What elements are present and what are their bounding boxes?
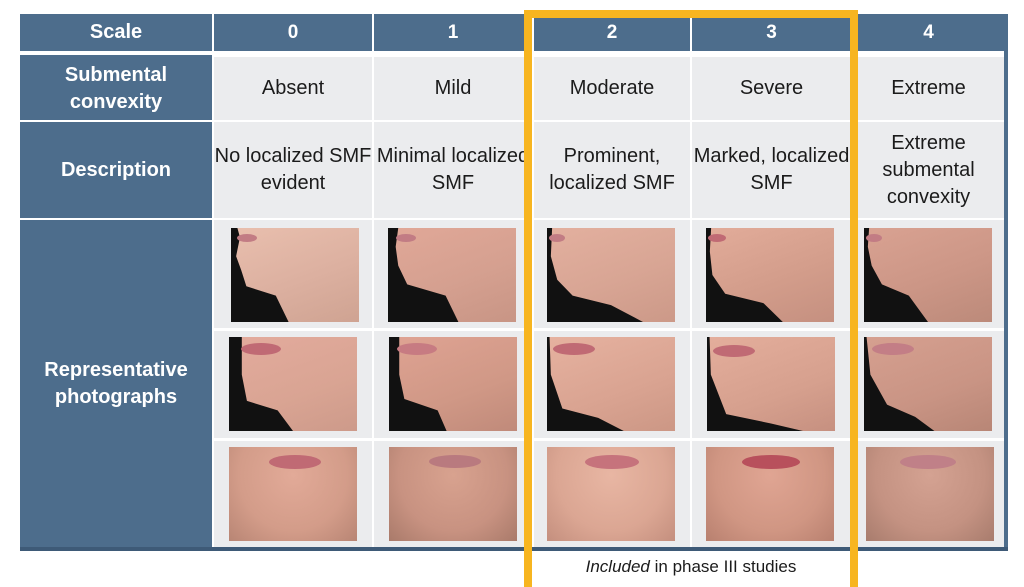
photo-score-4-frontal <box>866 447 994 541</box>
photo-score-1-profile <box>388 228 516 322</box>
caption-text: in phase III studies <box>649 557 797 576</box>
row-header-scale: Scale <box>20 14 212 51</box>
row-divider <box>212 120 1004 122</box>
scale-header-2: 2 <box>534 14 690 51</box>
scale-header-3: 3 <box>692 14 851 51</box>
photo-score-3-oblique <box>707 337 835 431</box>
convexity-cell-2: Moderate <box>534 57 690 120</box>
col-divider <box>690 14 692 547</box>
scale-header-1: 1 <box>374 14 532 51</box>
row-header-convexity: Submental convexity <box>20 57 212 120</box>
row-header-photographs: Representative photographs <box>20 220 212 547</box>
divider <box>20 120 212 122</box>
photo-score-0-frontal <box>229 447 357 541</box>
header-separator <box>212 51 1004 57</box>
divider <box>20 218 212 220</box>
caption-italic: Included <box>585 557 650 576</box>
photo-score-4-profile <box>864 228 992 322</box>
description-cell-2: Prominent, localized SMF <box>534 122 690 218</box>
description-cell-0: No localized SMF evident <box>214 122 372 218</box>
photo-row-divider <box>214 328 1004 331</box>
row-header-description: Description <box>20 122 212 218</box>
photo-score-2-oblique <box>547 337 675 431</box>
photo-score-3-frontal <box>706 447 834 541</box>
scale-header-0: 0 <box>214 14 372 51</box>
scale-header-4: 4 <box>853 14 1004 51</box>
photo-score-1-frontal <box>389 447 517 541</box>
col-divider <box>372 14 374 547</box>
col-divider <box>212 14 214 547</box>
phase-iii-caption: Included in phase III studies <box>532 552 850 582</box>
convexity-cell-1: Mild <box>374 57 532 120</box>
convexity-cell-3: Severe <box>692 57 851 120</box>
photo-score-2-frontal <box>547 447 675 541</box>
description-cell-1: Minimal localized SMF <box>374 122 532 218</box>
photo-row-divider <box>214 438 1004 441</box>
photo-score-4-oblique <box>864 337 992 431</box>
col-divider <box>851 14 853 547</box>
col-divider <box>532 14 534 547</box>
photo-score-3-profile <box>706 228 834 322</box>
convexity-cell-0: Absent <box>214 57 372 120</box>
photo-score-0-profile <box>231 228 359 322</box>
photo-score-1-oblique <box>389 337 517 431</box>
divider <box>20 51 212 55</box>
photo-score-0-oblique <box>229 337 357 431</box>
row-divider <box>212 218 1004 220</box>
description-cell-4: Extreme submental convexity <box>853 122 1004 218</box>
photo-score-2-profile <box>547 228 675 322</box>
description-cell-3: Marked, localized SMF <box>692 122 851 218</box>
convexity-cell-4: Extreme <box>853 57 1004 120</box>
